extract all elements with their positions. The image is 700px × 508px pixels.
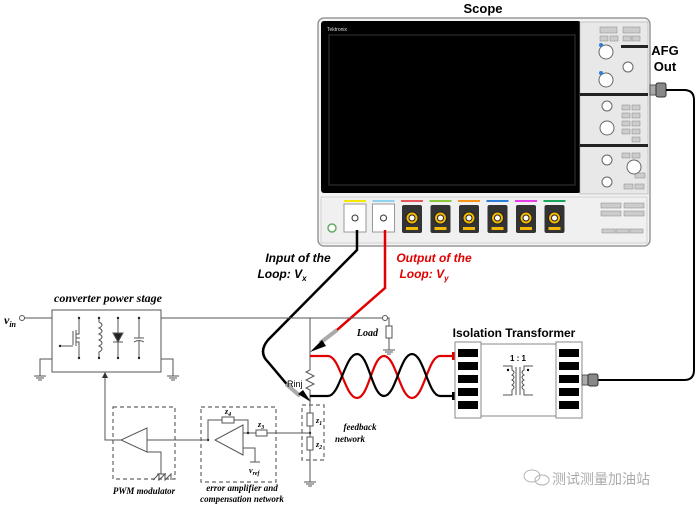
- arrow-up-icon: [102, 372, 108, 378]
- load-label: Load: [356, 328, 379, 339]
- z1-label: z1: [315, 416, 322, 427]
- channel-1-input[interactable]: [343, 200, 367, 233]
- isolation-transformer: 1 : 1: [454, 341, 599, 419]
- output-label-line2: Loop: Vy: [399, 267, 449, 283]
- z2-impedance: [306, 436, 314, 451]
- ground-icon: [34, 358, 52, 381]
- channel-7-input[interactable]: [515, 200, 537, 233]
- pwm-comparator: [119, 427, 148, 453]
- converter-power-stage: [51, 309, 162, 373]
- input-label-line1: Input of the: [265, 251, 331, 265]
- channel-4-input[interactable]: [429, 200, 452, 233]
- vin-label: vin: [4, 313, 17, 329]
- ground-icon: [161, 358, 179, 381]
- erramp-label-line2: compensation network: [200, 494, 284, 504]
- watermark: 测试测量加油站: [523, 469, 650, 487]
- power-button[interactable]: [327, 223, 337, 233]
- channel-6-input[interactable]: [486, 200, 509, 233]
- output-probe-cable: [336, 230, 387, 331]
- channel-8-input[interactable]: [543, 200, 566, 233]
- oscilloscope: Tektronix: [317, 17, 651, 247]
- z1-impedance: [306, 412, 314, 427]
- output-probe-tip: [318, 328, 339, 345]
- afg-label-line2: Out: [654, 59, 677, 74]
- z4-label: z4: [224, 407, 231, 418]
- feedback-label-line2: network: [335, 434, 366, 444]
- watermark-text: 测试测量加油站: [552, 471, 650, 487]
- afg-bnc-connector: [649, 82, 667, 98]
- scope-screen: [321, 21, 581, 193]
- turns-ratio: 1 : 1: [510, 354, 527, 363]
- pwm-modulator-box: [112, 406, 176, 480]
- converter-label: converter power stage: [54, 291, 163, 305]
- sawtooth-icon: [152, 472, 172, 482]
- afg-label-line1: AFG: [651, 43, 678, 58]
- feedback-label-line1: feedback: [344, 422, 377, 432]
- input-label-line2: Loop: Vx: [257, 267, 307, 283]
- load-resistor: [385, 325, 393, 339]
- transformer-symbol-icon: [503, 365, 533, 396]
- error-amplifier-opamp: [213, 424, 244, 456]
- channel-3-input[interactable]: [401, 200, 423, 233]
- twisted-pair-black: [310, 352, 452, 398]
- rinj-resistor: [304, 318, 316, 482]
- afg-cable: [598, 89, 695, 381]
- converter-components: [60, 318, 145, 358]
- z4-impedance: [221, 416, 235, 424]
- output-label-line1: Output of the: [396, 251, 472, 265]
- z2-label: z2: [315, 440, 322, 451]
- erramp-label-line1: error amplifier and: [206, 483, 278, 493]
- twisted-pair-red: [310, 354, 452, 400]
- rinj-label: Rinj: [287, 379, 303, 389]
- pwm-label: PWM modulator: [113, 486, 176, 496]
- channel-5-input[interactable]: [458, 200, 480, 233]
- ground-icon: [304, 481, 316, 487]
- transformer-title: Isolation Transformer: [453, 326, 576, 340]
- scope-brand: Tektronix: [327, 27, 348, 33]
- z3-label: z3: [257, 420, 264, 431]
- input-probe-cable: [261, 230, 359, 389]
- vref-label: vref: [249, 466, 261, 477]
- input-probe-tip: [284, 382, 302, 398]
- scope-title: Scope: [463, 1, 502, 16]
- error-amplifier-box: [200, 406, 277, 483]
- z3-impedance: [255, 429, 268, 437]
- channel-2-input[interactable]: [372, 200, 395, 233]
